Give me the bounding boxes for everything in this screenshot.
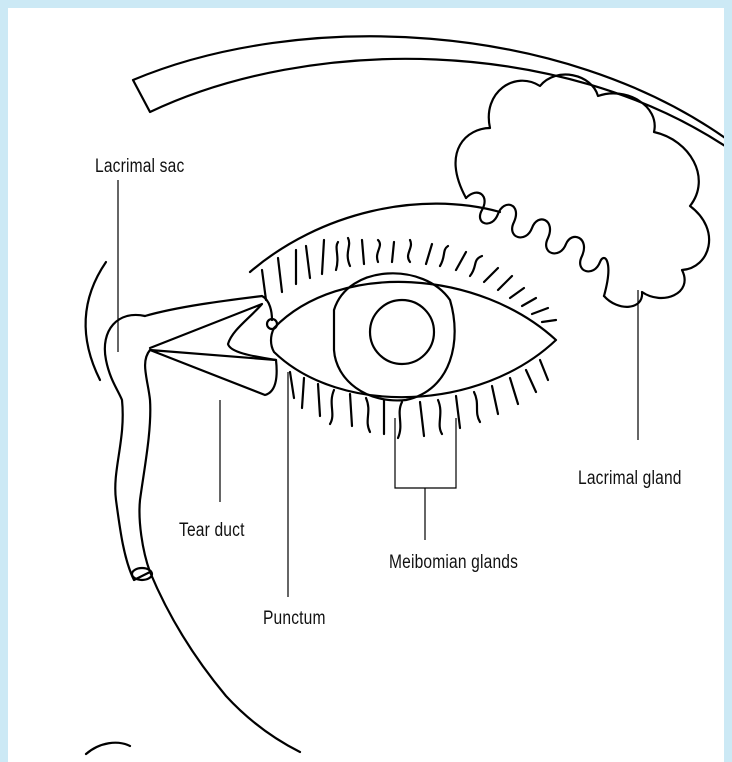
face-contour <box>86 262 106 380</box>
eyebrow <box>133 36 724 148</box>
leader-meibomian-glands <box>395 418 456 540</box>
pupil <box>370 300 434 364</box>
eye-anatomy-diagram <box>8 8 724 762</box>
label-meibomian-glands: Meibomian glands <box>389 552 518 574</box>
nose-line <box>86 743 130 754</box>
label-punctum: Punctum <box>263 608 326 630</box>
diagram-panel: Lacrimal sac Lacrimal gland Tear duct Me… <box>8 8 724 762</box>
cheek-line <box>150 572 300 752</box>
label-lacrimal-sac: Lacrimal sac <box>95 156 184 178</box>
duct-outlet <box>132 568 152 580</box>
iris <box>334 273 455 400</box>
label-lacrimal-gland: Lacrimal gland <box>578 468 682 490</box>
lid-crease <box>250 204 500 272</box>
label-tear-duct: Tear duct <box>179 520 245 542</box>
eye-outline <box>271 282 556 397</box>
